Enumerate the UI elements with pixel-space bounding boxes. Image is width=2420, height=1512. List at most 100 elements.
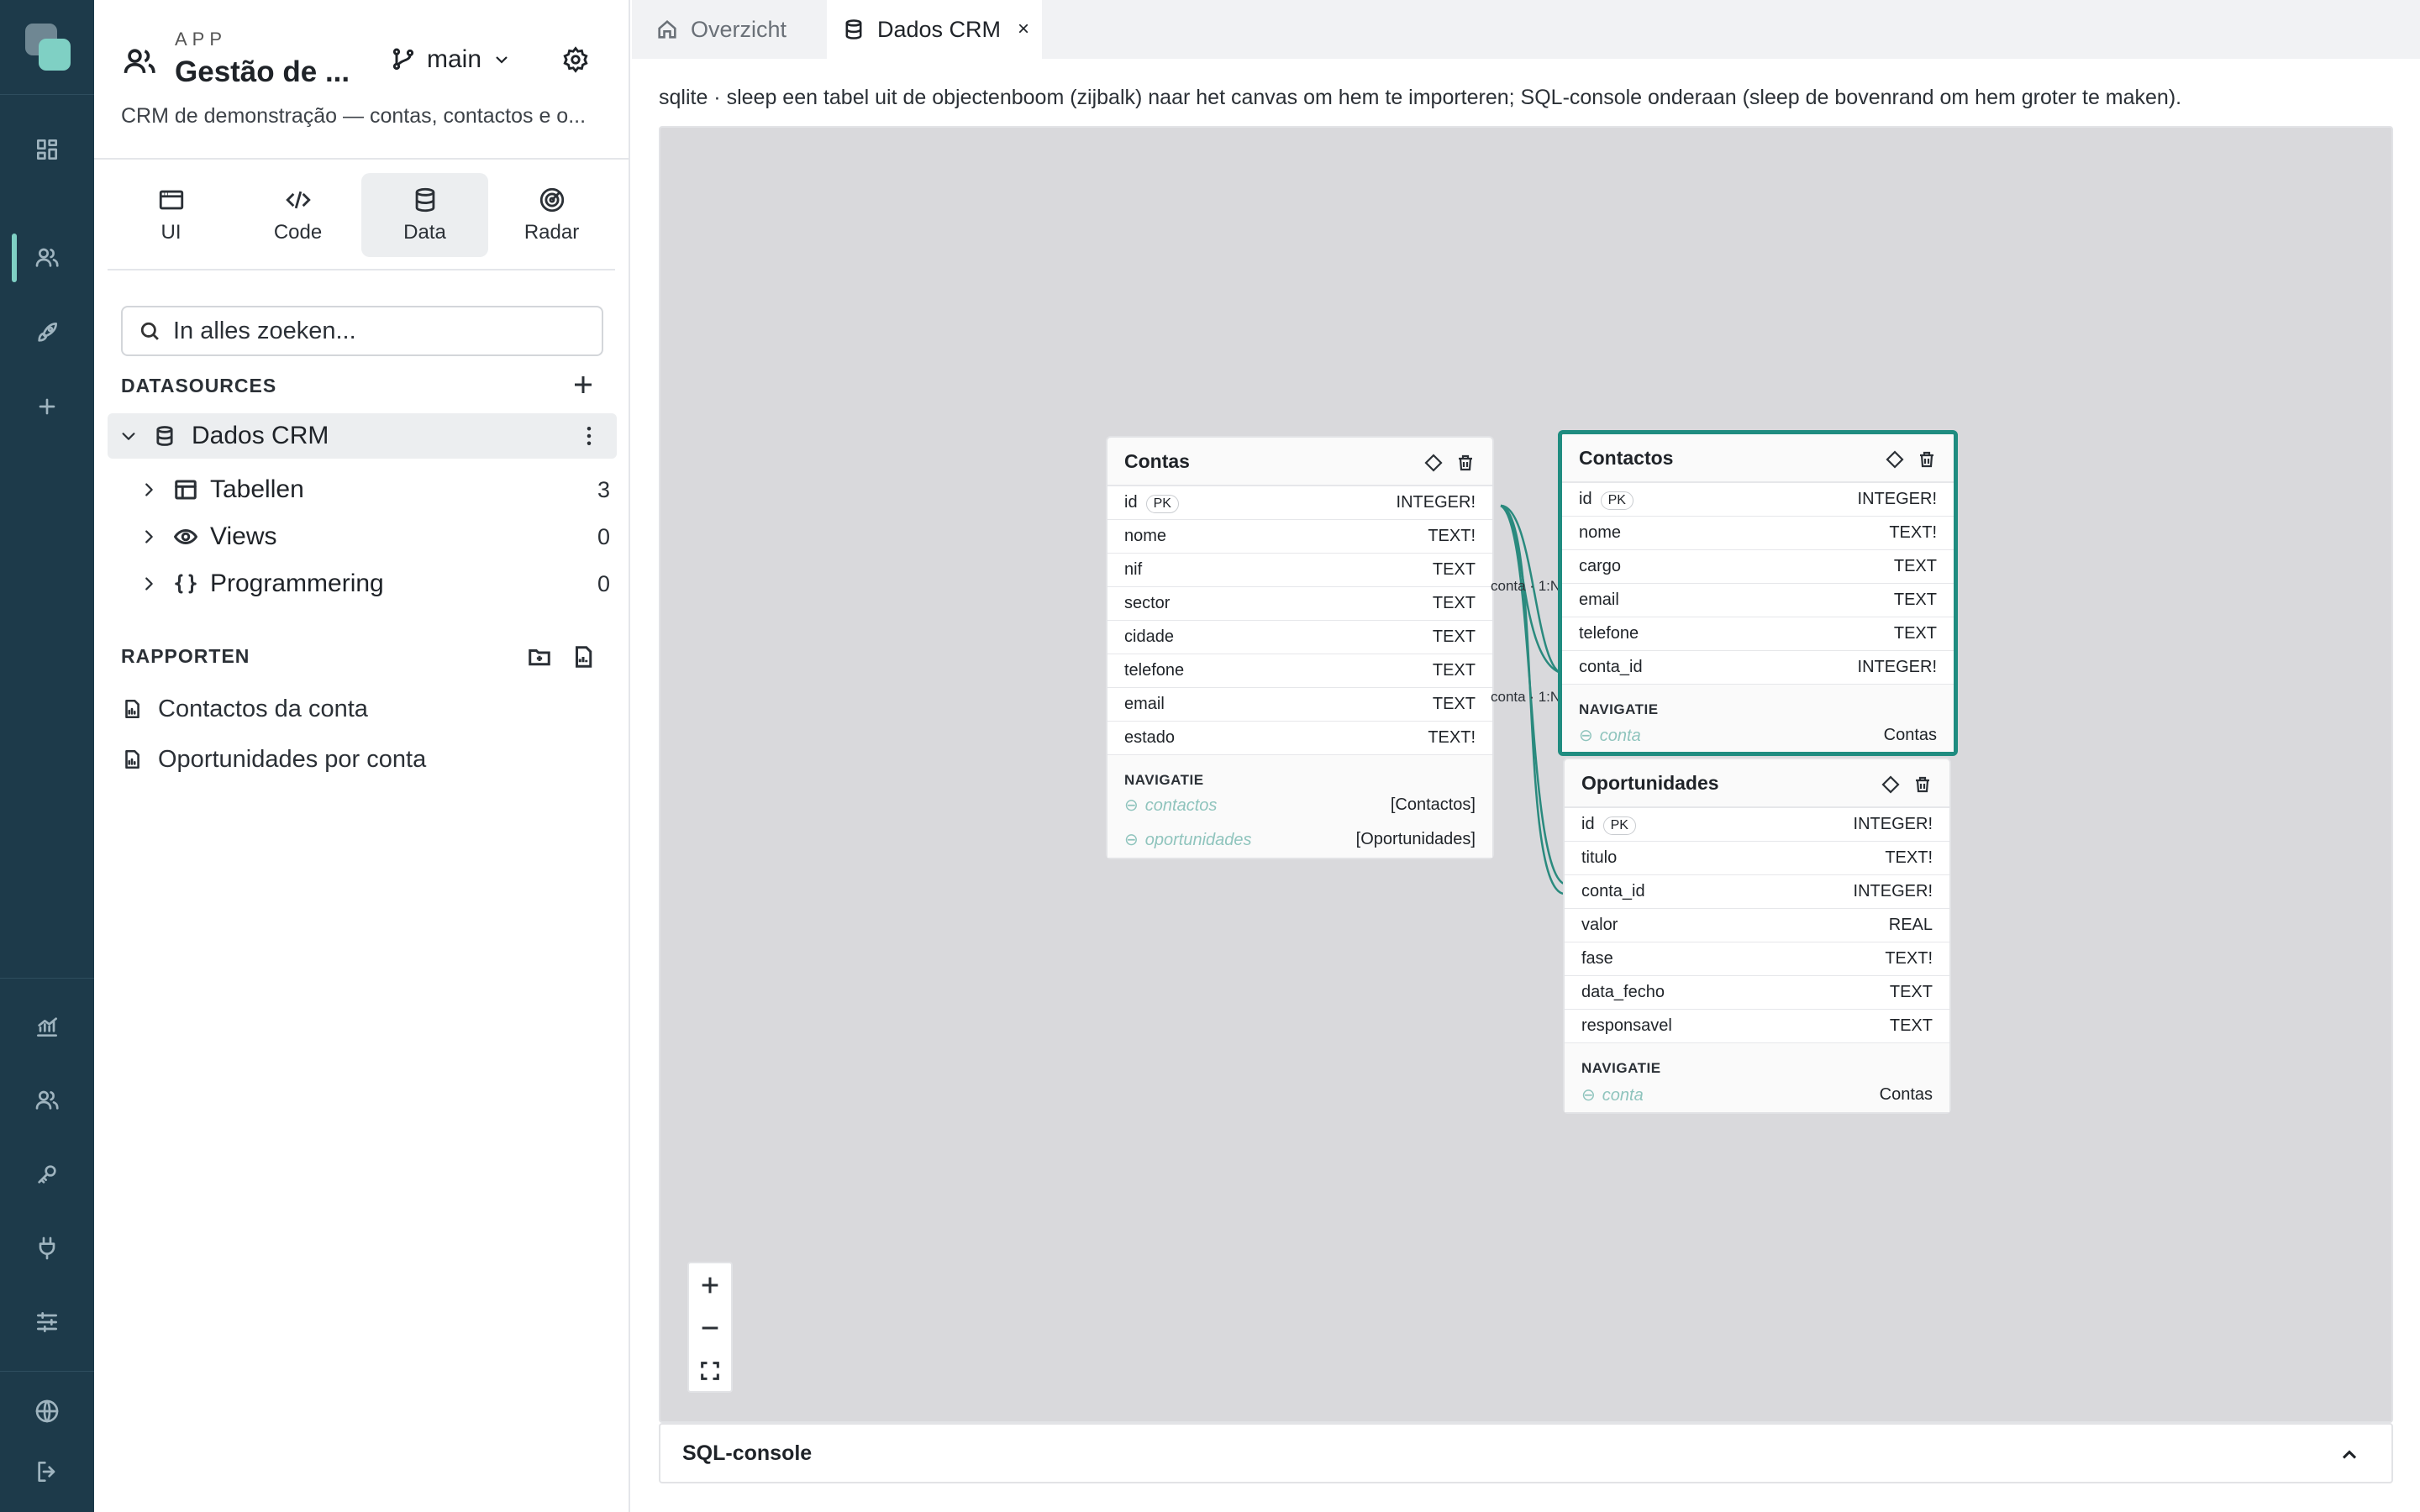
mode-radar[interactable]: Radar	[488, 173, 615, 257]
new-report-button[interactable]	[566, 640, 600, 674]
column-name: id	[1124, 492, 1138, 512]
chevron-right-icon[interactable]	[139, 528, 158, 546]
tab-label: Overzicht	[691, 16, 787, 42]
tree-item-label: Tabellen	[210, 475, 304, 503]
mode-data[interactable]: Data	[361, 173, 488, 257]
settings-button[interactable]	[558, 42, 593, 77]
column-name: nome	[1124, 527, 1167, 545]
key-icon[interactable]	[30, 1158, 64, 1191]
sidebar: APP Gestão de ... main CRM de demonstraç…	[94, 0, 630, 1512]
analytics-icon[interactable]	[30, 1010, 64, 1043]
sql-console-bar[interactable]: SQL-console	[659, 1423, 2393, 1483]
relation-line	[1500, 504, 1565, 675]
rocket-icon[interactable]	[30, 316, 64, 349]
database-icon	[845, 19, 862, 39]
tree-item-label: Views	[210, 522, 277, 550]
mode-code[interactable]: Code	[234, 173, 361, 257]
team-icon[interactable]	[30, 1084, 64, 1117]
database-icon	[415, 187, 434, 213]
mode-label: Code	[273, 221, 323, 244]
report-item[interactable]: Contactos da conta	[121, 688, 368, 730]
fit-view-button[interactable]	[689, 1349, 731, 1392]
app-label: APP	[175, 29, 228, 50]
sql-console-label: SQL-console	[682, 1441, 813, 1465]
zoom-out-button[interactable]	[689, 1306, 731, 1349]
sliders-icon[interactable]	[30, 1305, 64, 1339]
globe-icon[interactable]	[30, 1394, 64, 1428]
column-type: TEXT!	[1428, 728, 1476, 747]
trash-icon[interactable]	[1912, 774, 1933, 795]
table-header[interactable]: Contas	[1107, 438, 1492, 486]
tab-overzicht[interactable]: Overzicht	[644, 0, 812, 59]
new-report-folder-button[interactable]	[523, 640, 556, 674]
search-input[interactable]	[173, 317, 576, 345]
column-type: INTEGER!	[1396, 493, 1476, 512]
column-type: REAL	[1888, 916, 1933, 934]
link-icon: ⊖	[1581, 1085, 1596, 1105]
chevron-right-icon[interactable]	[139, 575, 158, 593]
locate-icon[interactable]	[1885, 449, 1905, 470]
logout-icon[interactable]	[30, 1455, 64, 1488]
trash-icon[interactable]	[1917, 449, 1937, 470]
table-header[interactable]: Contactos	[1562, 434, 1954, 483]
column-type: TEXT!	[1885, 949, 1933, 968]
mode-ui[interactable]: UI	[108, 173, 234, 257]
home-icon	[658, 19, 676, 39]
dashboard-icon[interactable]	[30, 133, 64, 166]
zoom-in-button[interactable]	[689, 1263, 731, 1306]
plug-icon[interactable]	[30, 1231, 64, 1265]
column-row: cargo TEXT	[1562, 550, 1954, 584]
navigation-row[interactable]: ⊖contactos[Contactos]	[1107, 789, 1492, 821]
column-name: email	[1579, 591, 1619, 609]
window-icon	[159, 190, 183, 210]
chevron-up-icon[interactable]	[2338, 1443, 2361, 1467]
column-row: conta_id INTEGER!	[1565, 875, 1949, 909]
tree-item-tables[interactable]: Tabellen 3	[139, 468, 623, 512]
add-datasource-button[interactable]	[566, 368, 600, 402]
column-type: TEXT	[1432, 560, 1476, 579]
more-options-icon[interactable]	[576, 423, 602, 449]
navigation-target: [Oportunidades]	[1355, 829, 1476, 848]
column-type: INTEGER!	[1853, 882, 1933, 900]
table-header[interactable]: Oportunidades	[1565, 759, 1949, 808]
column-type: TEXT	[1893, 557, 1937, 575]
tab-dados-crm[interactable]: Dados CRM ×	[827, 0, 1042, 59]
active-indicator	[12, 234, 17, 282]
column-name: valor	[1581, 916, 1618, 934]
tree-item-programming[interactable]: Programmering 0	[139, 562, 623, 606]
trash-icon[interactable]	[1455, 453, 1476, 473]
datasource-item[interactable]: Dados CRM	[108, 413, 617, 459]
chevron-down-icon[interactable]	[119, 427, 138, 445]
logo-icon[interactable]	[25, 24, 71, 71]
navigation-row[interactable]: ⊖oportunidades[Oportunidades]	[1107, 821, 1492, 858]
locate-icon[interactable]	[1423, 453, 1444, 473]
add-icon[interactable]	[30, 390, 64, 423]
datasource-name: Dados CRM	[192, 422, 329, 449]
close-icon[interactable]: ×	[1018, 18, 1030, 40]
branch-selector[interactable]: main	[390, 42, 512, 77]
chevron-right-icon[interactable]	[139, 480, 158, 499]
search-icon	[140, 322, 159, 340]
report-item[interactable]: Oportunidades por conta	[121, 738, 426, 780]
column-name: cargo	[1579, 557, 1622, 575]
navigation-name: conta	[1599, 726, 1641, 745]
locate-icon[interactable]	[1881, 774, 1901, 795]
tree-item-views[interactable]: Views 0	[139, 515, 623, 559]
plus-icon	[575, 376, 592, 393]
table-name: Contas	[1124, 449, 1190, 472]
users-icon[interactable]	[30, 241, 64, 275]
relation-line	[1500, 504, 1565, 885]
gear-icon	[563, 46, 588, 73]
column-name: conta_id	[1581, 882, 1645, 900]
navigation-heading: NAVIGATIE	[1565, 1043, 1949, 1077]
